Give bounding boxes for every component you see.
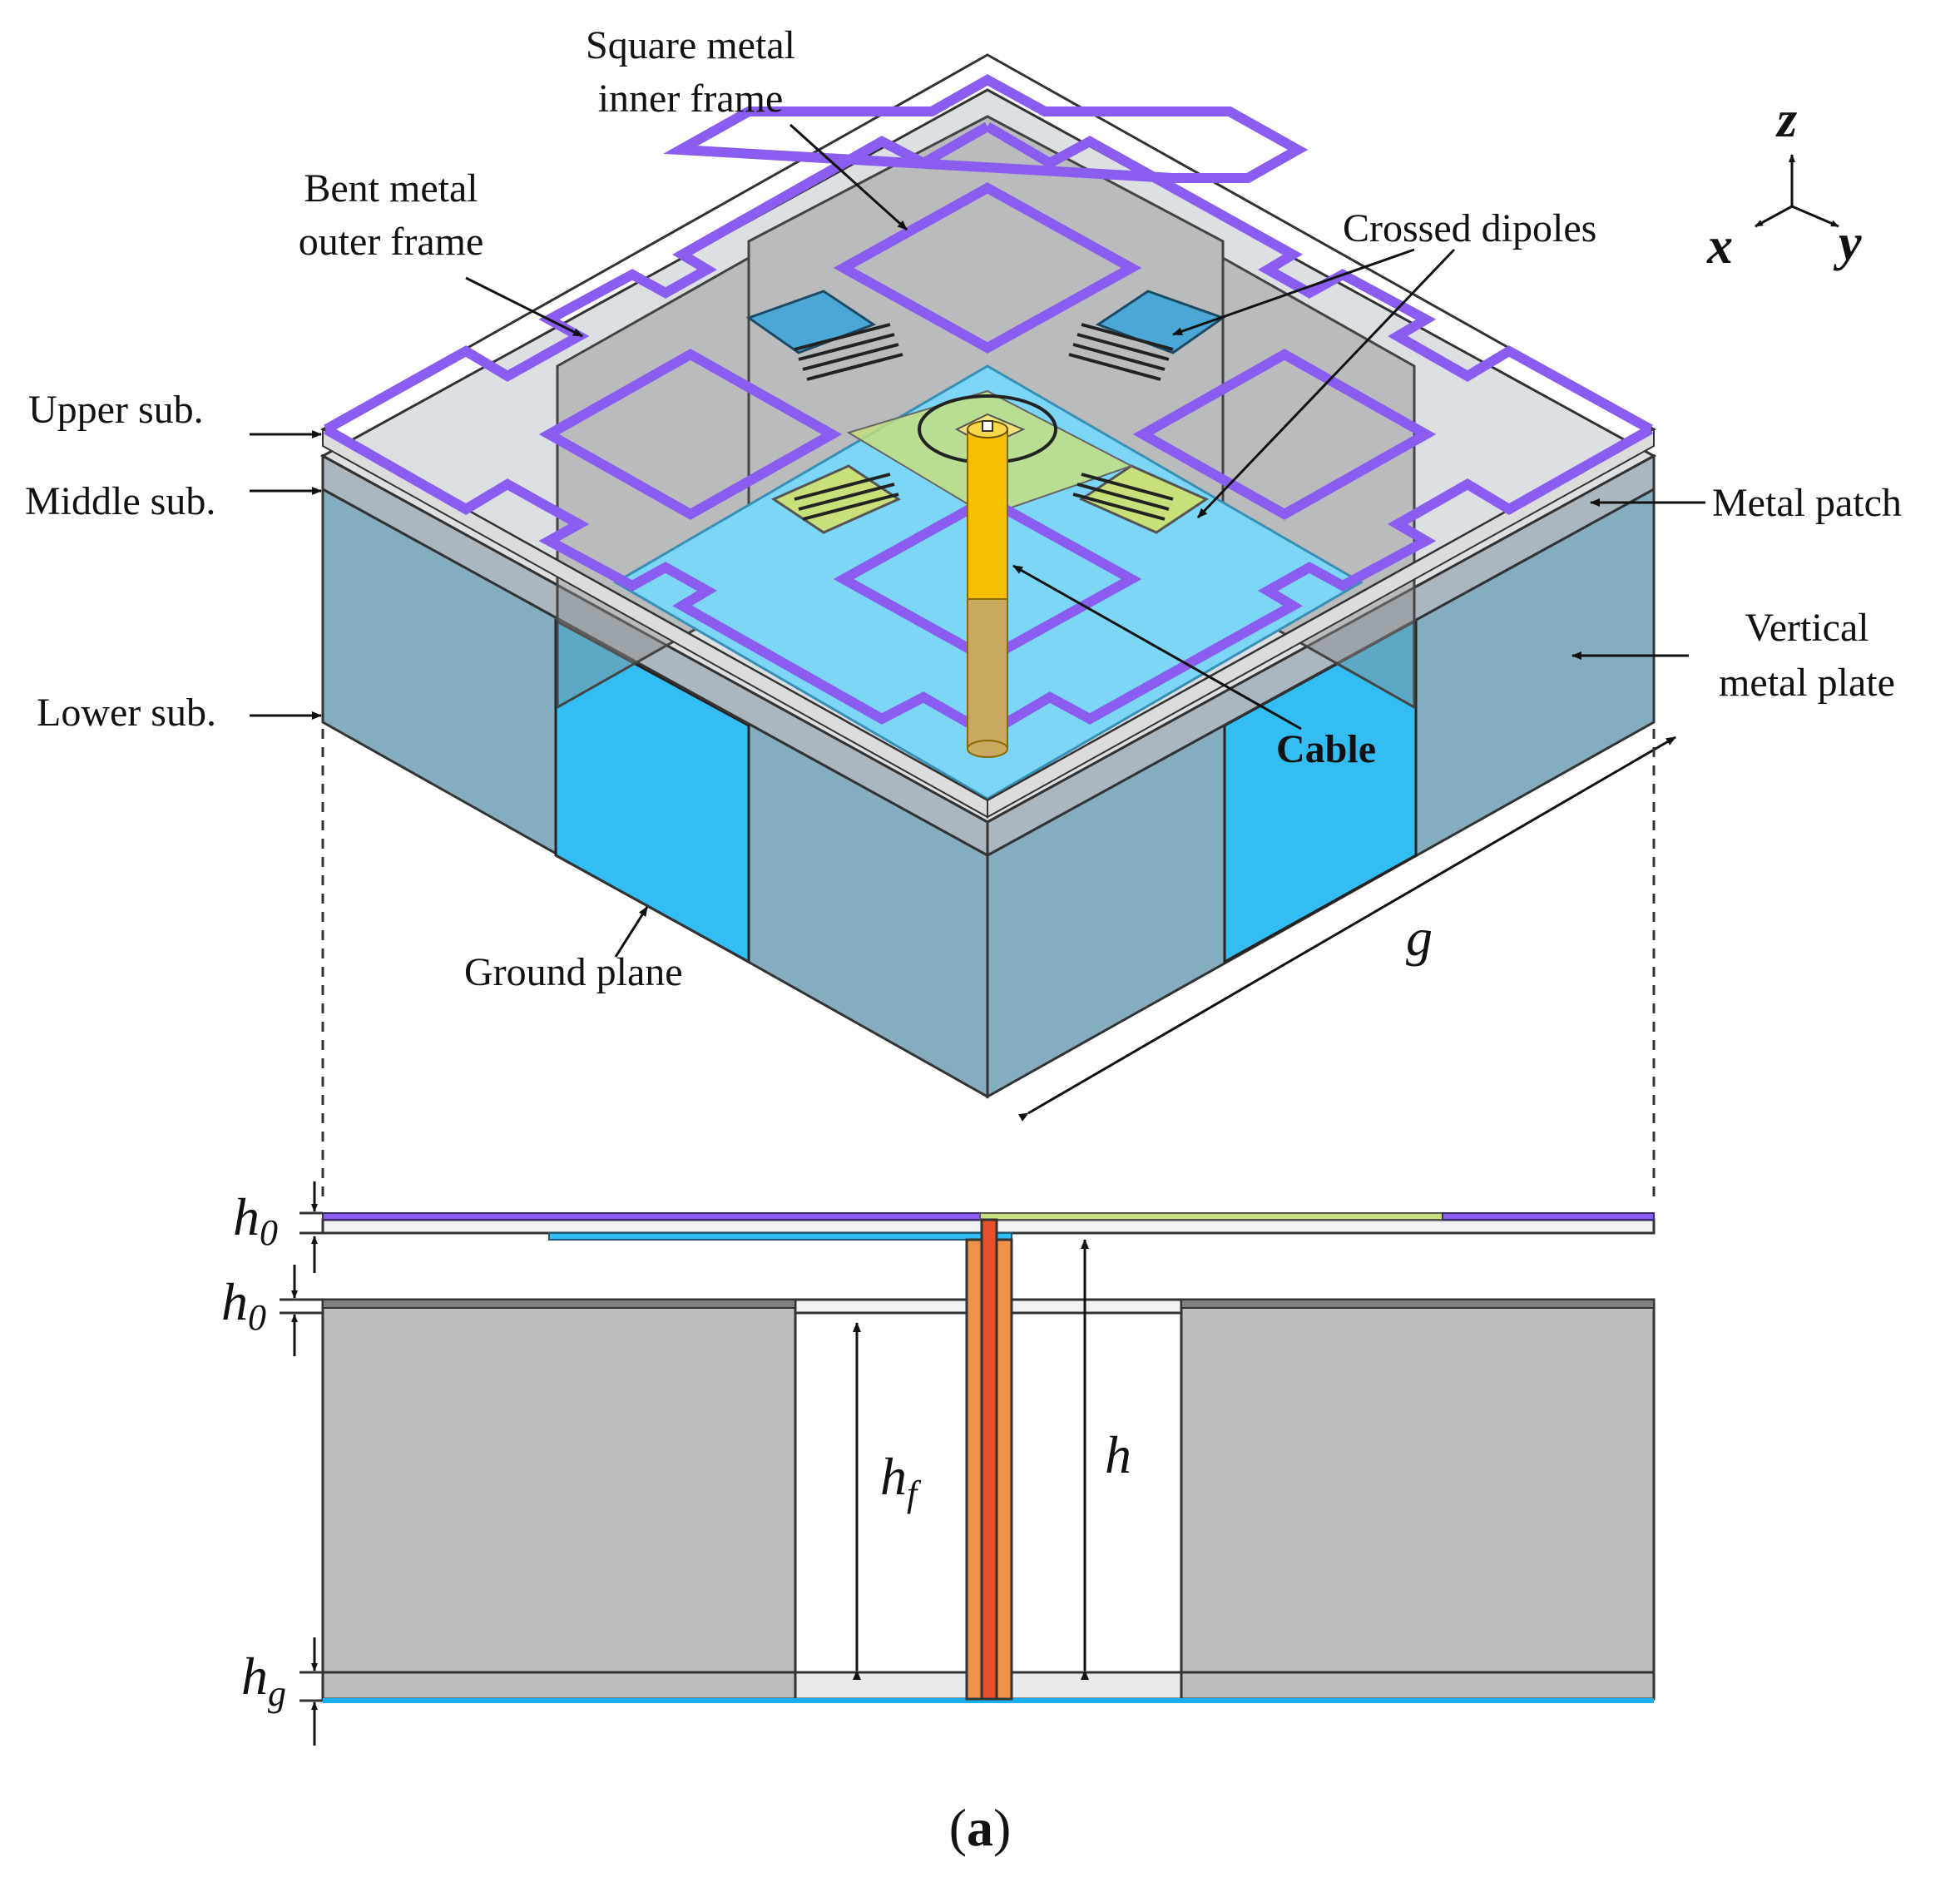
label-lower-sub: Lower sub. <box>37 691 216 735</box>
label-square-inner-frame-2: inner frame <box>598 77 784 121</box>
label-cable: Cable <box>1276 727 1376 771</box>
label-ground-plane: Ground plane <box>464 950 683 994</box>
g-label: g <box>1406 908 1433 967</box>
label-vertical-plate-1: Vertical <box>1745 606 1868 650</box>
callout-arrows <box>250 123 1705 958</box>
dim-h: h <box>1105 1425 1131 1484</box>
label-upper-sub: Upper sub. <box>28 388 204 432</box>
bent-metal-outer-frame <box>324 74 1653 739</box>
label-middle-sub: Middle sub. <box>25 479 215 523</box>
axis-y-label: y <box>1833 215 1862 271</box>
dim-h0-middle: h0 <box>221 1272 266 1338</box>
dim-hg: hg <box>241 1647 286 1714</box>
axis-z-label: z <box>1775 92 1797 148</box>
vertical-metal-plate-right <box>1180 1298 1656 1701</box>
label-crossed-dipoles: Crossed dipoles <box>1343 206 1596 250</box>
axis-triad: z x y <box>1706 92 1862 275</box>
label-metal-patch: Metal patch <box>1712 481 1902 525</box>
vertical-metal-plate-left <box>321 1298 797 1701</box>
component-labels: Square metal inner frame Bent metal oute… <box>25 23 1902 994</box>
axis-x-label: x <box>1706 218 1733 275</box>
label-square-inner-frame-1: Square metal <box>586 23 795 67</box>
dim-h0-upper: h0 <box>233 1187 278 1253</box>
label-vertical-plate-2: metal plate <box>1719 661 1895 705</box>
g-dimension-arrow <box>1017 736 1676 1122</box>
label-bent-outer-frame-1: Bent metal <box>304 166 478 210</box>
cross-section-view: h0 h0 hf h hg <box>221 1181 1656 1746</box>
dim-hf: hf <box>880 1447 922 1514</box>
figure-caption: (a) <box>949 1798 1012 1857</box>
label-bent-outer-frame-2: outer frame <box>299 220 484 264</box>
